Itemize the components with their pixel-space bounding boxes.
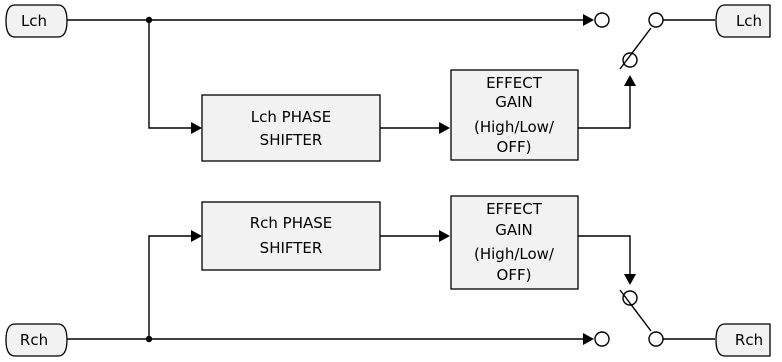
rch-gain-line-4: OFF) (497, 266, 532, 284)
lch-shifter-arrow (191, 122, 202, 134)
lch-input-port: Lch (5, 4, 68, 38)
lch-bypass-node (594, 12, 610, 28)
lch-switch-common-node (648, 12, 664, 28)
lch-gain-arrow (439, 122, 450, 134)
rch-bypass-node (594, 331, 610, 347)
lch-switch-arm (619, 27, 652, 70)
rch-output-label: Rch (735, 331, 763, 349)
rch-shifter-line-1: Rch PHASE (250, 214, 333, 232)
lch-input-label: Lch (21, 12, 47, 30)
rch-input-label: Rch (20, 331, 48, 349)
rch-branch-line (148, 235, 192, 339)
lch-effect-gain-block: EFFECT GAIN (High/Low/ OFF) (450, 69, 579, 161)
rch-gain-line-3: (High/Low/ (474, 245, 555, 263)
rch-output-port: Rch (715, 323, 771, 357)
lch-gain-line-4: OFF) (497, 138, 532, 156)
rch-shifter-arrow (191, 230, 202, 242)
lch-effect-node (622, 52, 638, 68)
rch-gain-line-1: EFFECT (486, 200, 543, 218)
lch-shifter-line-2: SHIFTER (260, 131, 323, 149)
lch-shifter-line-1: Lch PHASE (251, 108, 331, 126)
rch-gain-line-2: GAIN (495, 221, 533, 239)
lch-gain-line-1: EFFECT (486, 74, 543, 92)
lch-branch-line (148, 20, 192, 129)
rch-gain-arrow (439, 230, 450, 242)
lch-gain-output-line (578, 86, 631, 129)
rch-effect-node (622, 290, 638, 306)
lch-output-label: Lch (736, 12, 762, 30)
rch-switch-common-node (648, 331, 664, 347)
lch-effect-node-arrow (624, 75, 636, 86)
lch-bypass-arrow (583, 14, 594, 26)
rch-switch-arm (619, 289, 652, 332)
rch-input-port: Rch (5, 323, 68, 357)
lch-gain-line-2: GAIN (495, 93, 533, 111)
lch-gain-line-3: (High/Low/ (474, 118, 555, 136)
rch-effect-node-arrow (624, 274, 636, 285)
rch-effect-gain-block: EFFECT GAIN (High/Low/ OFF) (450, 195, 579, 290)
rch-bypass-arrow (583, 333, 594, 345)
lch-phase-shifter-block: Lch PHASE SHIFTER (201, 94, 381, 162)
rch-phase-shifter-block: Rch PHASE SHIFTER (201, 201, 381, 271)
rch-shifter-line-2: SHIFTER (260, 239, 323, 257)
rch-gain-output-line (578, 235, 631, 274)
lch-output-port: Lch (715, 4, 771, 38)
